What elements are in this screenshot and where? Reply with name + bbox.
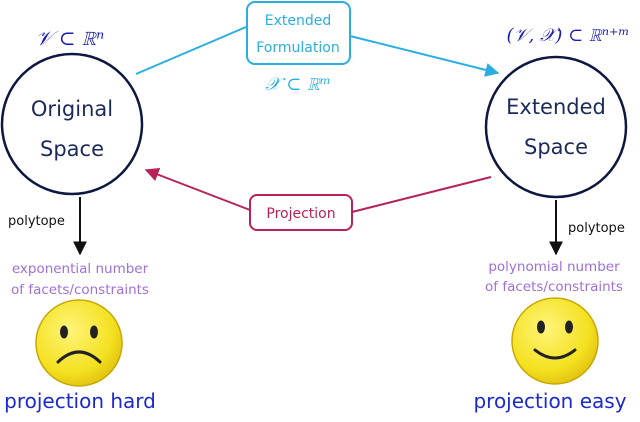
original-space-label-line1: Original — [31, 97, 113, 121]
extended-formulation-label-line1: Extended — [265, 13, 332, 29]
extended-space-node — [484, 55, 628, 199]
extended-space-math: (𝒱, 𝒳) ⊂ ℝⁿ⁺ᵐ — [506, 25, 629, 46]
right-facets-line2: of facets/constraints — [485, 279, 623, 295]
extended-space-label-line2: Space — [524, 135, 588, 159]
extended-space-label-line1: Extended — [506, 95, 606, 119]
extended-formulation-edge-left — [135, 26, 247, 75]
left-facets-line1: exponential number — [12, 261, 149, 277]
right-facets-line1: polynomial number — [488, 259, 620, 275]
happy-face-icon — [511, 297, 599, 385]
left-polytope-label: polytope — [8, 214, 65, 229]
projection-edge-left — [144, 167, 251, 211]
extended-formulation-math: 𝒳 ⊂ ℝᵐ — [265, 74, 331, 95]
original-space-node — [0, 52, 144, 196]
extended-formulation-label-line2: Formulation — [256, 40, 339, 56]
original-space-math: 𝒱 ⊂ ℝⁿ — [36, 26, 104, 50]
projection-box — [249, 194, 353, 231]
right-caption: projection easy — [473, 389, 626, 413]
right-polytope-label: polytope — [568, 221, 625, 236]
left-facets-line2: of facets/constraints — [11, 282, 149, 298]
extended-formulation-edge-right — [349, 35, 500, 77]
projection-edge-right — [351, 176, 492, 213]
left-caption: projection hard — [4, 389, 156, 413]
extended-formulation-box — [246, 1, 351, 65]
original-space-label-line2: Space — [40, 137, 104, 161]
sad-face-icon — [35, 299, 123, 387]
projection-label: Projection — [266, 206, 335, 222]
